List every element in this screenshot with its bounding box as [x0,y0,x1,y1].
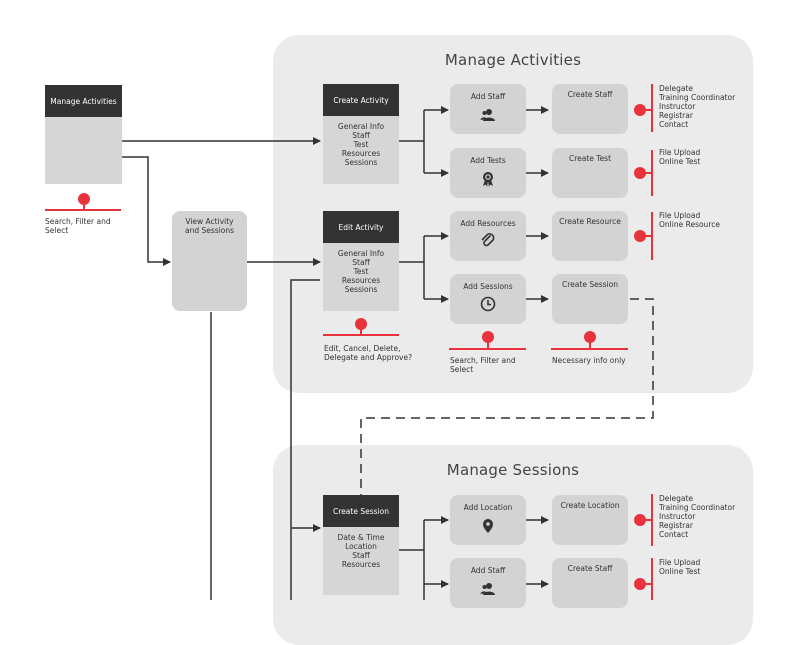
create-session-label: Create Session [562,280,618,289]
create-activity-header: Create Activity [323,84,399,116]
add-location-label: Add Location [463,503,513,512]
people-icon [480,583,495,595]
view-activity-sessions-box[interactable]: View Activity and Sessions [172,211,247,311]
manage-activities-box[interactable]: Manage Activities [45,85,122,184]
add-staff-label: Add Staff [470,566,506,575]
add-staff-label: Add Staff [470,92,506,101]
edit-activity-fields: General Info Staff Test Resources Sessio… [337,249,385,294]
create-location-box[interactable]: Create Location [552,495,628,545]
create-resource-label: Create Resource [559,217,621,226]
add-tests-label: Add Tests [470,156,506,165]
necessary-info-note: Necessary info only [552,356,626,365]
session-staff-roles-note: Delegate Training Coordinator Instructor… [659,494,736,539]
create-staff-label: Create Staff [567,90,613,99]
manage-activities-header: Manage Activities [45,85,122,117]
edit-note: Edit, Cancel, Delete, Delegate and Appro… [324,344,413,362]
create-session-fields: Date & Time Location Staff Resources [337,533,385,569]
create-test-box[interactable]: Create Test [552,148,628,198]
clock-icon [480,296,496,312]
create-staff-label: Create Staff [567,564,613,573]
session-upload-note: File Upload Online Test [659,558,701,576]
create-activity-box[interactable]: Create Activity General Info Staff Test … [323,84,399,184]
add-sessions-label: Add Sessions [463,282,513,291]
create-session-box[interactable]: Create Session Date & Time Location Staf… [323,495,399,595]
left-search-note: Search, Filter and Select [45,217,111,235]
create-activity-fields: General Info Staff Test Resources Sessio… [337,122,385,167]
create-test-label: Create Test [568,154,612,163]
create-session-activity-box[interactable]: Create Session [552,274,628,324]
view-activity-label: View Activity and Sessions [184,217,235,235]
resource-types-note: File Upload Online Resource [659,211,720,229]
paperclip-icon [481,233,495,247]
create-staff-box[interactable]: Create Staff [552,84,628,134]
create-location-label: Create Location [560,501,620,510]
add-session-staff-box[interactable]: Add Staff [450,558,526,608]
create-resource-box[interactable]: Create Resource [552,211,628,261]
panel-title: Manage Sessions [446,461,580,479]
add-tests-box[interactable]: Add Tests [450,148,526,198]
add-resources-box[interactable]: Add Resources [450,211,526,261]
edit-activity-header: Edit Activity [323,211,399,243]
award-badge-icon [483,172,493,187]
panel-title: Manage Activities [444,51,582,69]
create-session-header: Create Session [323,495,399,527]
add-location-box[interactable]: Add Location [450,495,526,545]
staff-roles-note: Delegate Training Coordinator Instructor… [659,84,736,129]
create-session-staff-box[interactable]: Create Staff [552,558,628,608]
test-types-note: File Upload Online Test [659,148,701,166]
add-staff-box[interactable]: Add Staff [450,84,526,134]
location-pin-icon [483,519,493,533]
edit-activity-box[interactable]: Edit Activity General Info Staff Test Re… [323,211,399,311]
add-sessions-box[interactable]: Add Sessions [450,274,526,324]
add-resources-label: Add Resources [460,219,516,228]
people-icon [480,109,495,121]
sessions-search-note: Search, Filter and Select [450,356,516,374]
